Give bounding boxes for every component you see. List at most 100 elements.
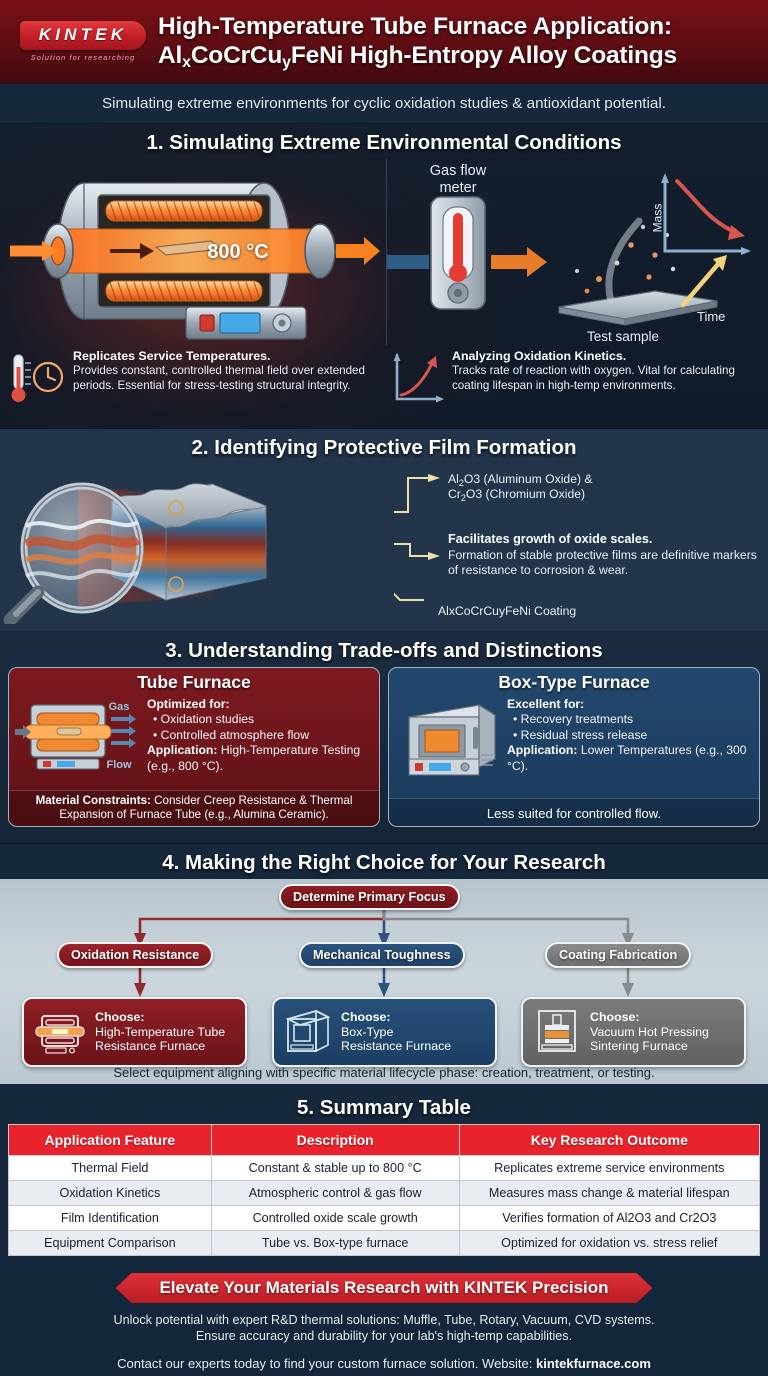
coating-cross-section-svg [3,482,268,624]
footer-description: Unlock potential with expert R&D thermal… [0,1312,768,1345]
flow-choice-box-furnace[interactable]: Choose: Box-Type Resistance Furnace [272,997,497,1067]
decision-flowchart: Determine Primary Focus Oxidation Resist… [0,879,768,1084]
section-3: 3. Understanding Trade-offs and Distinct… [0,632,768,844]
logo-tagline: Solution for researching [30,53,136,62]
gasflow-and-sample-illustration: Gas flow meter [386,159,763,345]
flow-node-root[interactable]: Determine Primary Focus [279,884,460,910]
list-item: Residual stress release [513,728,753,743]
cell-outcome: Verifies formation of Al2O3 and Cr2O3 [458,1205,761,1231]
subscript-2b: 2 [460,493,466,504]
gasflow-sample-svg [387,173,751,326]
note-oxidation-kinetics: Analyzing Oxidation Kinetics. Tracks rat… [389,349,758,411]
choice-line-1: High-Temperature Tube [95,1024,226,1039]
mini-chart-y-label: Mass [650,203,665,233]
footer-contact-text: Contact our experts today to find your c… [117,1355,536,1371]
column-header-feature: Application Feature [8,1124,212,1156]
panel-box-excellent-heading: Excellent for: [507,697,585,711]
cta-banner[interactable]: Elevate Your Materials Research with KIN… [115,1273,653,1303]
annotation-coating-label: AlxCoCrCuyFeNi Coating [438,604,577,618]
test-sample-label: Test sample [587,329,660,344]
flow-choice-vacuum-press[interactable]: Choose: Vacuum Hot Pressing Sintering Fu… [521,997,746,1067]
panel-box-furnace[interactable]: Box-Type Furnace [388,667,760,827]
footer-contact: Contact our experts today to find your c… [0,1356,768,1371]
rising-curve-chart-icon [389,349,445,411]
footer-website-link[interactable]: kintekfurnace.com [536,1355,651,1371]
panel-box-application-value: Lower Temperatures (e.g., 300 °C). [507,743,747,773]
panel-tube-footer-value: Consider Creep Resistance & Thermal Expa… [59,793,353,821]
box-furnace-outline-icon [285,1009,331,1053]
panel-box-heading: Box-Type Furnace [498,672,650,692]
flow-branch-oxidation-resistance[interactable]: Oxidation Resistance [57,942,214,968]
footer-line-1: Unlock potential with expert R&D thermal… [113,1313,655,1327]
cell-description: Constant & stable up to 800 °C [210,1155,460,1181]
footer: Elevate Your Materials Research with KIN… [0,1267,768,1376]
panel-box-footer: Less suited for controlled flow. [389,798,759,826]
cell-feature: Film Identification [8,1205,212,1231]
panel-tube-content: Gas Flow Optimized for: Oxidation studie… [9,695,379,790]
annotation-scales-heading: Facilitates growth of oxide scales. [448,532,653,546]
section-4-title: 4. Making the Right Choice for Your Rese… [162,851,606,874]
flow-choice-tube-furnace[interactable]: Choose: High-Temperature Tube Resistance… [22,997,247,1067]
table-row: Equipment Comparison Tube vs. Box-type f… [8,1230,761,1256]
magnifier-coating-illustration [0,464,400,624]
tube-furnace-icon: Gas Flow [15,695,143,790]
flow-choice-box-text: Choose: Box-Type Resistance Furnace [341,1010,451,1055]
title-line-1: High-Temperature Tube Furnace Applicatio… [158,12,672,40]
tube-furnace-svg: 800 °C [10,182,380,340]
flowchart-connectors [134,909,634,997]
section-4-footnote: Select equipment aligning with specific … [113,1065,655,1080]
choice-line-2: Sintering Furnace [590,1039,688,1054]
cell-feature: Equipment Comparison [8,1230,212,1256]
flow-branch-mechanical-toughness[interactable]: Mechanical Toughness [299,942,465,968]
cell-feature: Thermal Field [8,1155,212,1181]
annotation-leader-lines [394,474,440,601]
cell-description: Controlled oxide scale growth [210,1205,460,1231]
panel-tube-bullets: Oxidation studies Controlled atmosphere … [147,712,373,743]
table-row: Thermal Field Constant & stable up to 80… [8,1155,761,1181]
header-banner: KINTEK Solution for researching High-Tem… [0,0,768,84]
annotation-oxides: Al2O3 (Aluminum Oxide) & Cr2O3 (Chromium… [448,472,593,504]
mini-chart-x-label: Time [697,309,726,324]
annotation-scales-body: Formation of stable protective films are… [448,547,757,578]
note-2-body: Tracks rate of reaction with oxygen. Vit… [452,364,735,392]
logo-wordmark: KINTEK [38,25,128,44]
column-header-description: Description [210,1124,460,1156]
section-4: 4. Making the Right Choice for Your Rese… [0,844,768,1089]
section-1-title: 1. Simulating Extreme Environmental Cond… [146,131,622,154]
section-2-annotations: Al2O3 (Aluminum Oxide) & Cr2O3 (Chromium… [394,464,768,624]
choice-prefix: Choose: [590,1009,640,1024]
cell-description: Tube vs. Box-type furnace [210,1230,460,1256]
section-2: 2. Identifying Protective Film Formation [0,429,768,632]
title-line-2: AlxCoCrCuyFeNi High-Entropy Alloy Coatin… [158,41,677,71]
panel-tube-optimized-heading: Optimized for: [147,697,230,711]
panel-tube-heading: Tube Furnace [137,672,251,692]
list-item: Oxidation studies [153,712,373,727]
panel-box-text: Excellent for: Recovery treatments Resid… [507,695,753,798]
subscript-2a: 2 [458,478,464,488]
flow-choice-tube-text: Choose: High-Temperature Tube Resistance… [95,1010,225,1055]
section-1-illustration: 800 °C Gas flow meter [0,159,768,345]
panel-tube-application-value: High-Temperature Testing (e.g., 800 °C). [147,743,361,773]
panel-box-content: Excellent for: Recovery treatments Resid… [389,695,759,798]
note-2-text: Analyzing Oxidation Kinetics. Tracks rat… [452,349,758,411]
section-2-title: 2. Identifying Protective Film Formation [191,436,577,459]
subscript-x: x [182,53,191,71]
cta-banner-wrap: Elevate Your Materials Research with KIN… [0,1273,768,1303]
flow-branch-coating-fabrication[interactable]: Coating Fabrication [545,942,692,968]
note-1-heading: Replicates Service Temperatures. [73,349,271,363]
footer-line-2: Ensure accuracy and durability for your … [195,1329,573,1344]
furnace-comparison-panels: Tube Furnace [8,667,760,827]
choice-prefix: Choose: [341,1009,391,1024]
flow-choice-vacuum-text: Choose: Vacuum Hot Pressing Sintering Fu… [590,1010,709,1055]
table-row: Oxidation Kinetics Atmospheric control &… [8,1180,761,1206]
panel-tube-footer: Material Constraints: Consider Creep Res… [9,789,379,826]
cell-outcome: Measures mass change & material lifespan [458,1180,761,1206]
panel-box-bullets: Recovery treatments Residual stress rele… [507,712,753,743]
tube-furnace-illustration: 800 °C [6,159,386,345]
panel-tube-furnace[interactable]: Tube Furnace [8,667,380,827]
subtitle-bar: Simulating extreme environments for cycl… [0,84,768,124]
brand-logo[interactable]: KINTEK Solution for researching [14,21,146,62]
cell-feature: Oxidation Kinetics [8,1180,212,1206]
tube-furnace-outline-icon [35,1015,85,1054]
choice-line-2: Resistance Furnace [95,1039,206,1054]
